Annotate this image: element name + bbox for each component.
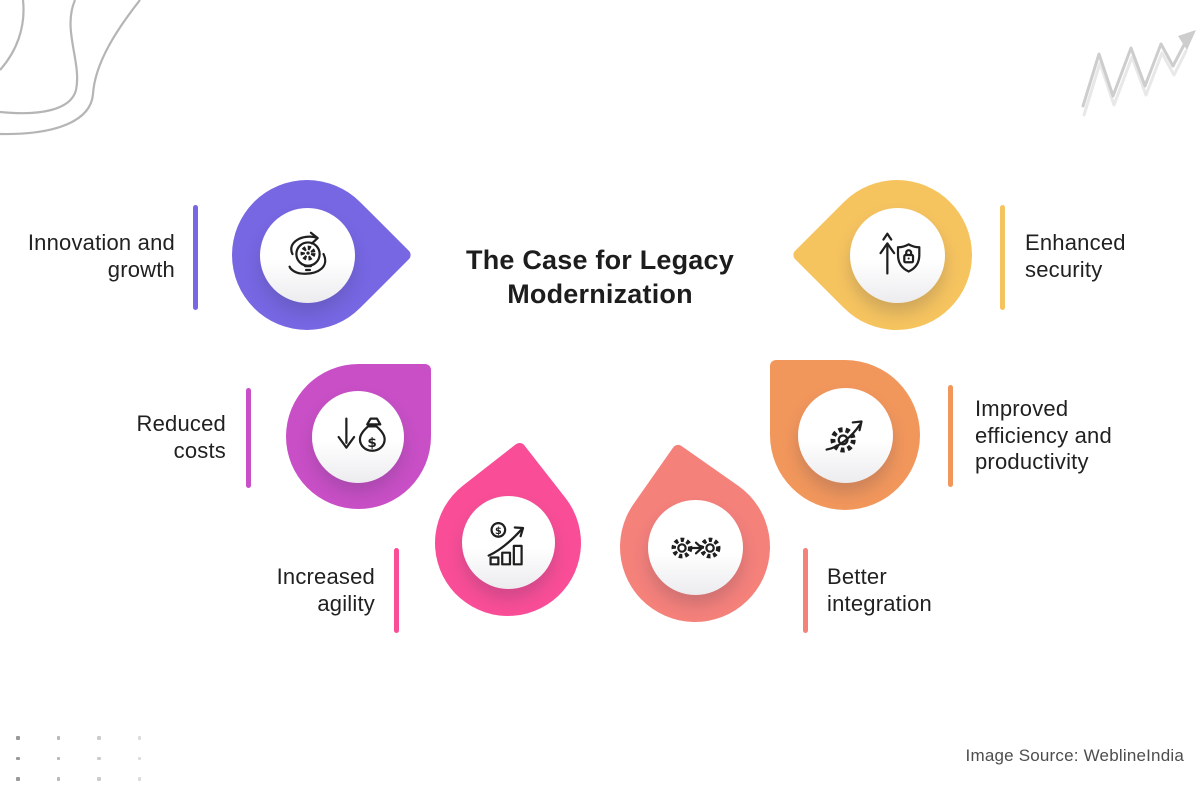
label-agility: Increased agility — [276, 564, 375, 616]
gear-growth-arrow-icon — [825, 419, 863, 452]
icon-disc-security — [850, 208, 945, 303]
icon-disc-agility: $ — [462, 496, 555, 589]
icon-disc-innovation — [260, 208, 355, 303]
gears-transfer-arrow-icon — [671, 537, 720, 558]
money-bag-down-arrow-icon: $ — [337, 417, 386, 452]
image-source-caption: Image Source: WeblineIndia — [965, 746, 1184, 765]
accent-line-security — [1000, 205, 1005, 310]
shield-lock-up-arrow-icon — [878, 232, 920, 275]
svg-text:$: $ — [494, 525, 501, 536]
zigzag-arrow-decoration — [1081, 30, 1196, 117]
dots-decoration — [16, 736, 141, 781]
label-security: Enhanced security — [1025, 230, 1126, 282]
label-reduced-costs: Reduced costs — [136, 411, 226, 463]
lightbulb-gear-swirl-icon — [287, 231, 326, 275]
accent-line-agility — [394, 548, 399, 633]
accent-line-innovation — [193, 205, 198, 310]
label-integration: Better integration — [827, 564, 932, 616]
page-title: The Case for Legacy Modernization — [466, 245, 734, 309]
contour-lines-decoration — [0, 0, 141, 136]
accent-line-integration — [803, 548, 808, 633]
icon-disc-efficiency — [798, 388, 893, 483]
label-innovation: Innovation and growth — [27, 230, 175, 282]
icon-disc-integration — [648, 500, 743, 595]
icon-disc-reduced-costs: $ — [312, 391, 404, 483]
accent-line-reduced-costs — [246, 388, 251, 488]
dollar-chart-arrow-icon: $ — [487, 521, 524, 565]
label-efficiency: Improved efficiency and productivity — [975, 396, 1112, 474]
svg-text:$: $ — [367, 435, 376, 451]
accent-line-efficiency — [948, 385, 953, 487]
